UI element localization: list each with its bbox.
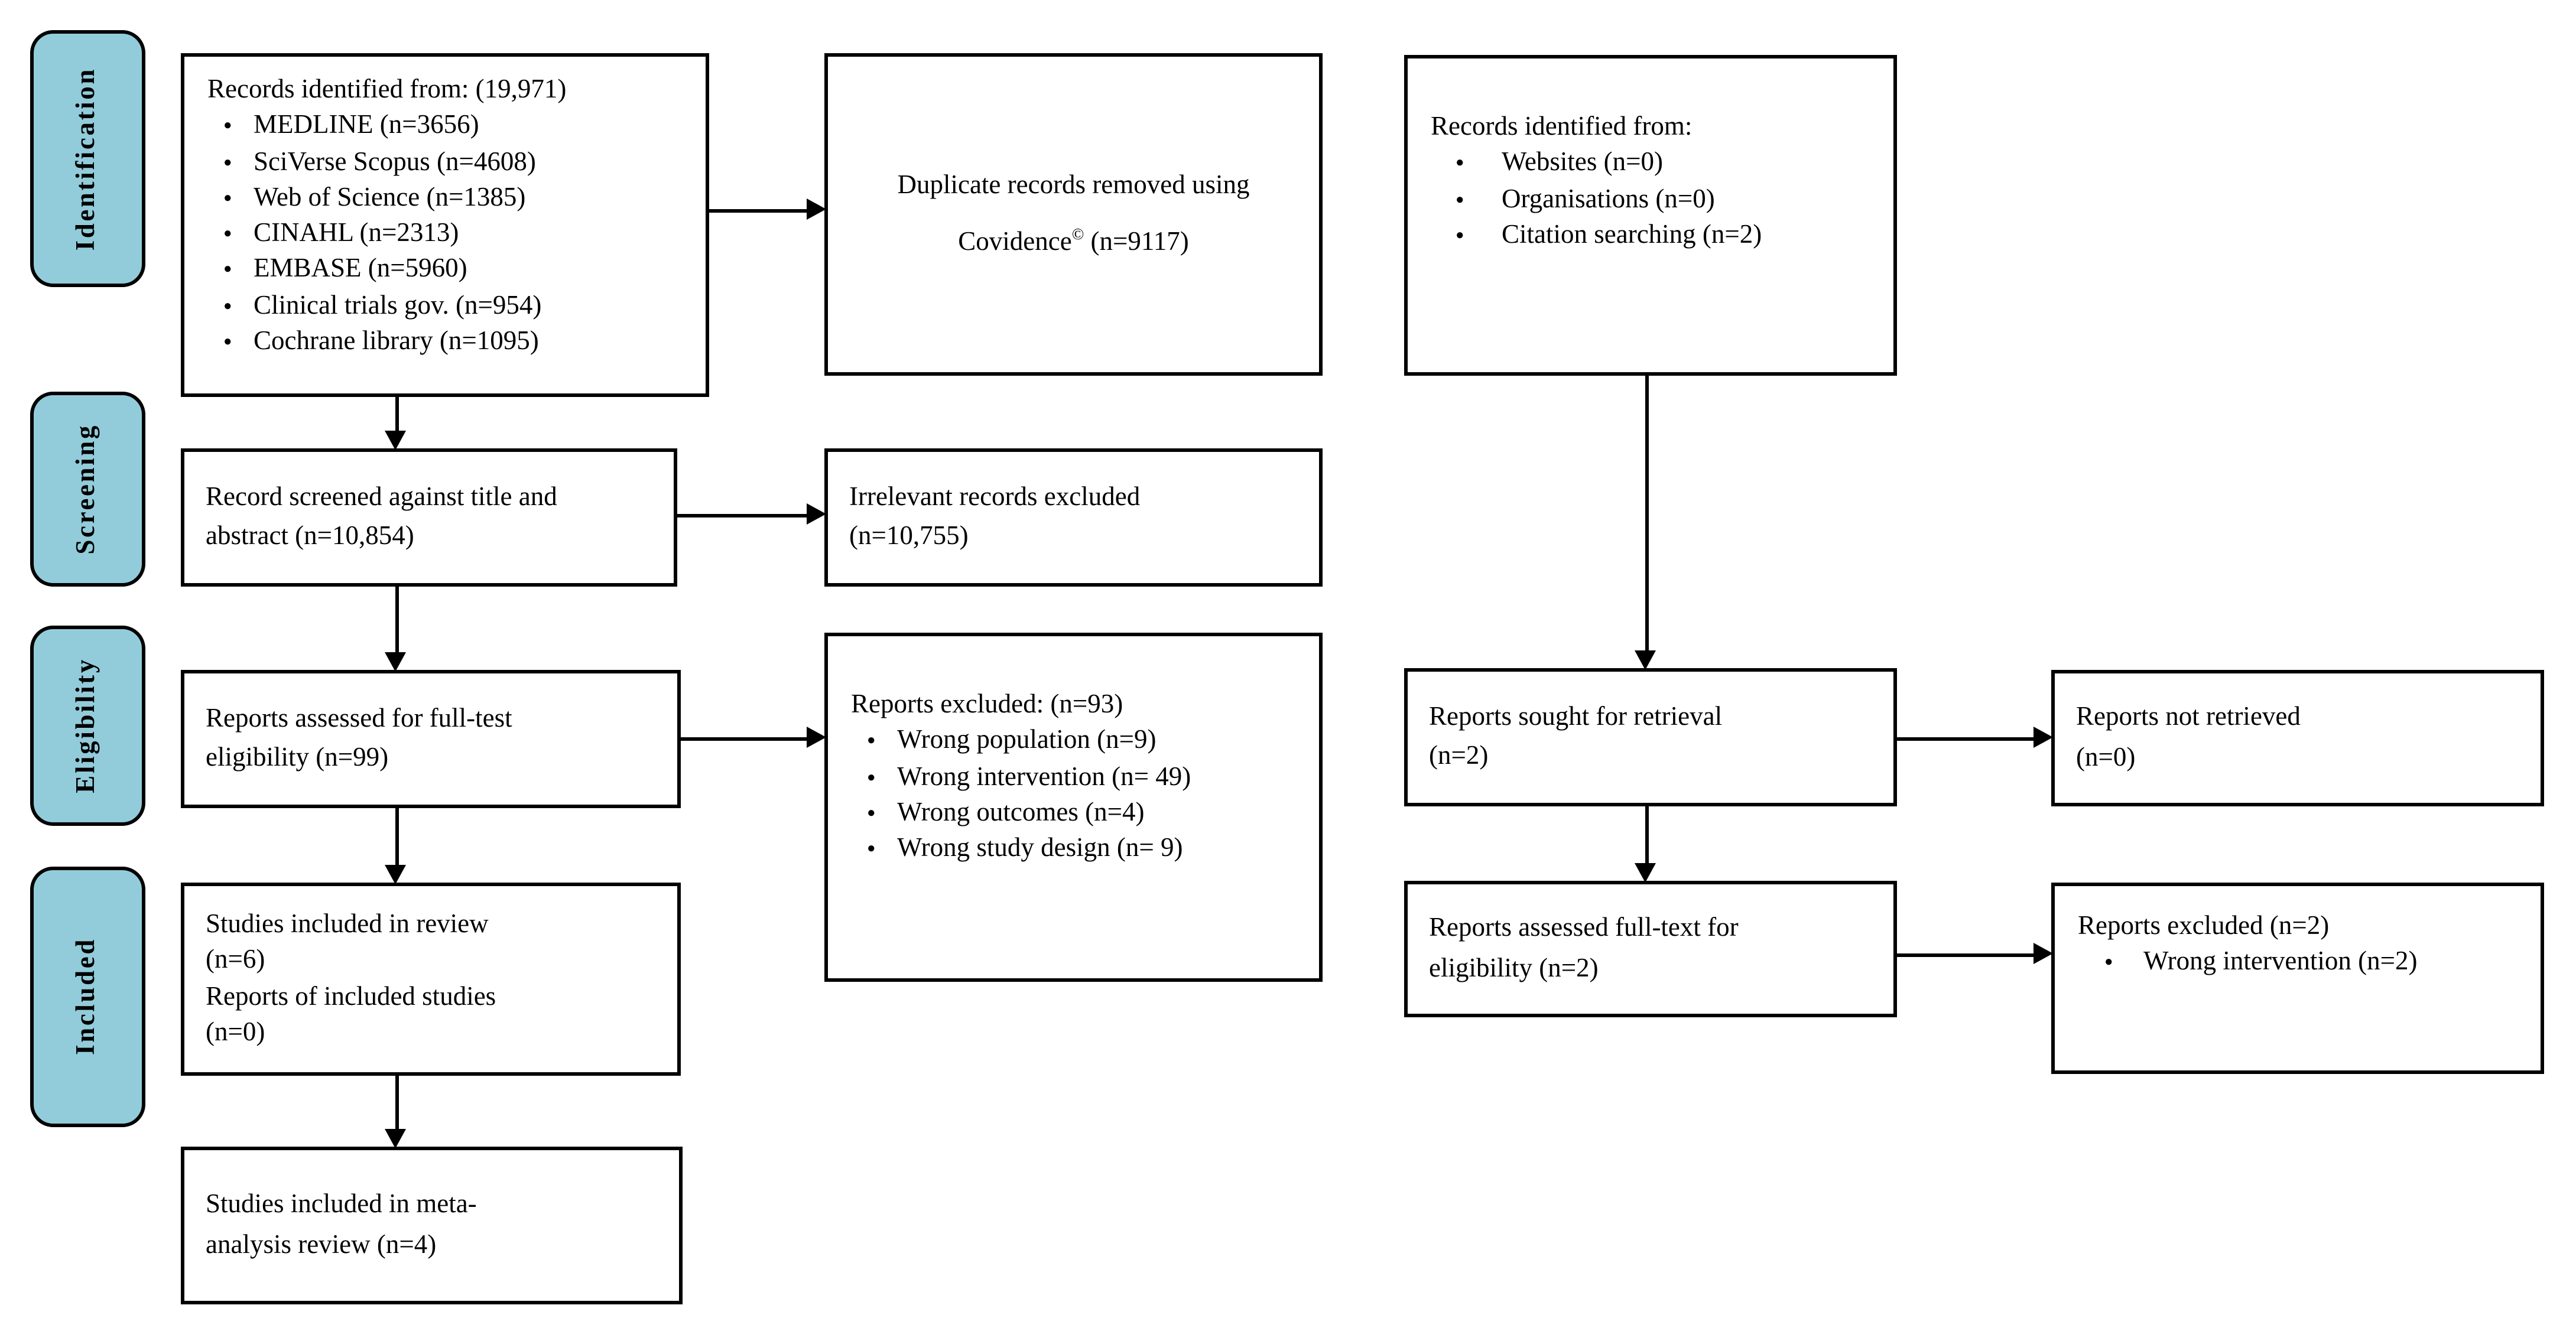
stage-eligibility: Eligibility (30, 626, 145, 826)
box-studies-included-meta-analysis: Studies included in meta- analysis revie… (181, 1147, 683, 1304)
stage-screening: Screening (30, 392, 145, 587)
list-item: MEDLINE (n=3656) (207, 109, 691, 145)
list-item: Wrong intervention (n= 49) (851, 760, 1305, 796)
box-line: Reports not retrieved (2076, 704, 2301, 732)
box-duplicate-records-removed: Duplicate records removed using Covidenc… (824, 53, 1323, 376)
box-line: Reports assessed full-text for (1429, 914, 1739, 943)
arrow-assessed-to-excluded (681, 727, 826, 748)
box-studies-included-review: Studies included in review (n=6) Reports… (181, 883, 681, 1076)
exclusion-reason-list: Wrong intervention (n=2) (2078, 945, 2526, 981)
brand-name: Covidence (958, 229, 1072, 257)
stage-included: Included (30, 867, 145, 1127)
box-title: Records identified from: (1431, 113, 1693, 142)
box-irrelevant-records-excluded: Irrelevant records excluded (n=10,755) (824, 448, 1323, 587)
list-item: Clinical trials gov. (n=954) (207, 288, 691, 324)
list-item: Wrong population (n=9) (851, 724, 1305, 760)
arrow-sought-to-assessed-fulltext (1635, 806, 1656, 883)
arrow-screened-to-assessed (385, 587, 406, 672)
box-records-identified-databases: Records identified from: (19,971) MEDLIN… (181, 53, 709, 397)
list-item: Websites (n=0) (1431, 146, 1879, 182)
box-title: Records identified from: (19,971) (207, 76, 567, 105)
box-line: (n=2) (1429, 743, 1489, 771)
box-line: eligibility (n=99) (206, 744, 389, 773)
arrow-included-to-meta-analysis (385, 1076, 406, 1148)
box-line: Covidence© (n=9117) (846, 214, 1301, 272)
box-line: (n=0) (206, 1018, 265, 1047)
box-title: Reports excluded (n=2) (2078, 913, 2330, 941)
box-line: Studies included in meta- (206, 1191, 477, 1219)
box-line: Studies included in review (206, 911, 489, 939)
stage-included-label: Included (73, 938, 101, 1056)
stage-identification: Identification (30, 30, 145, 287)
box-records-identified-other-sources: Records identified from: Websites (n=0) … (1404, 55, 1897, 376)
box-reports-excluded: Reports excluded: (n=93) Wrong populatio… (824, 633, 1323, 982)
list-item: SciVerse Scopus (n=4608) (207, 145, 691, 181)
exclusion-reason-list: Wrong population (n=9) Wrong interventio… (851, 724, 1305, 867)
arrow-other-sources-to-sought (1635, 376, 1656, 670)
stage-screening-label: Screening (73, 424, 101, 555)
database-list: MEDLINE (n=3656) SciVerse Scopus (n=4608… (207, 109, 691, 360)
list-item: Web of Science (n=1385) (207, 180, 691, 216)
list-item: Wrong intervention (n=2) (2078, 945, 2526, 981)
list-item: Organisations (n=0) (1431, 182, 1879, 218)
arrow-assessed-to-included (385, 808, 406, 884)
copyright-symbol: © (1071, 225, 1084, 243)
list-item: Cochrane library (n=1095) (207, 324, 691, 360)
box-line: abstract (n=10,854) (206, 523, 414, 551)
box-line: Duplicate records removed using (897, 171, 1250, 200)
arrow-sought-to-not-retrieved (1897, 727, 2053, 748)
box-line: (n=6) (206, 946, 265, 975)
list-item: CINAHL (n=2313) (207, 216, 691, 252)
count-text: (n=9117) (1084, 229, 1189, 257)
box-line: Irrelevant records excluded (849, 483, 1141, 512)
box-line: Reports of included studies (206, 982, 496, 1011)
other-source-list: Websites (n=0) Organisations (n=0) Citat… (1431, 146, 1879, 253)
box-reports-sought-retrieval: Reports sought for retrieval (n=2) (1404, 668, 1897, 806)
arrow-screened-to-irrelevant (677, 503, 826, 525)
box-title: Reports excluded: (n=93) (851, 691, 1123, 720)
list-item: Wrong outcomes (n=4) (851, 795, 1305, 831)
box-reports-assessed-eligibility: Reports assessed for full-test eligibili… (181, 670, 681, 808)
arrow-databases-to-duplicates (709, 198, 826, 220)
stage-eligibility-label: Eligibility (73, 658, 101, 794)
box-reports-excluded-other: Reports excluded (n=2) Wrong interventio… (2051, 883, 2544, 1074)
box-line: Reports assessed for full-test (206, 704, 512, 733)
box-line: analysis review (n=4) (206, 1231, 437, 1259)
box-reports-assessed-fulltext: Reports assessed full-text for eligibili… (1404, 881, 1897, 1017)
box-line: eligibility (n=2) (1429, 954, 1599, 983)
arrow-databases-to-screened (385, 397, 406, 450)
list-item: Citation searching (n=2) (1431, 217, 1879, 253)
box-line: (n=10,755) (849, 523, 969, 551)
list-item: Wrong study design (n= 9) (851, 831, 1305, 867)
list-item: EMBASE (n=5960) (207, 252, 691, 288)
box-line: (n=0) (2076, 743, 2136, 772)
box-records-screened: Record screened against title and abstra… (181, 448, 677, 587)
box-line: Reports sought for retrieval (1429, 702, 1723, 731)
arrow-assessed-fulltext-to-excluded (1897, 943, 2053, 964)
box-line: Record screened against title and (206, 483, 557, 512)
box-reports-not-retrieved: Reports not retrieved (n=0) (2051, 670, 2544, 806)
stage-identification-label: Identification (73, 67, 101, 250)
